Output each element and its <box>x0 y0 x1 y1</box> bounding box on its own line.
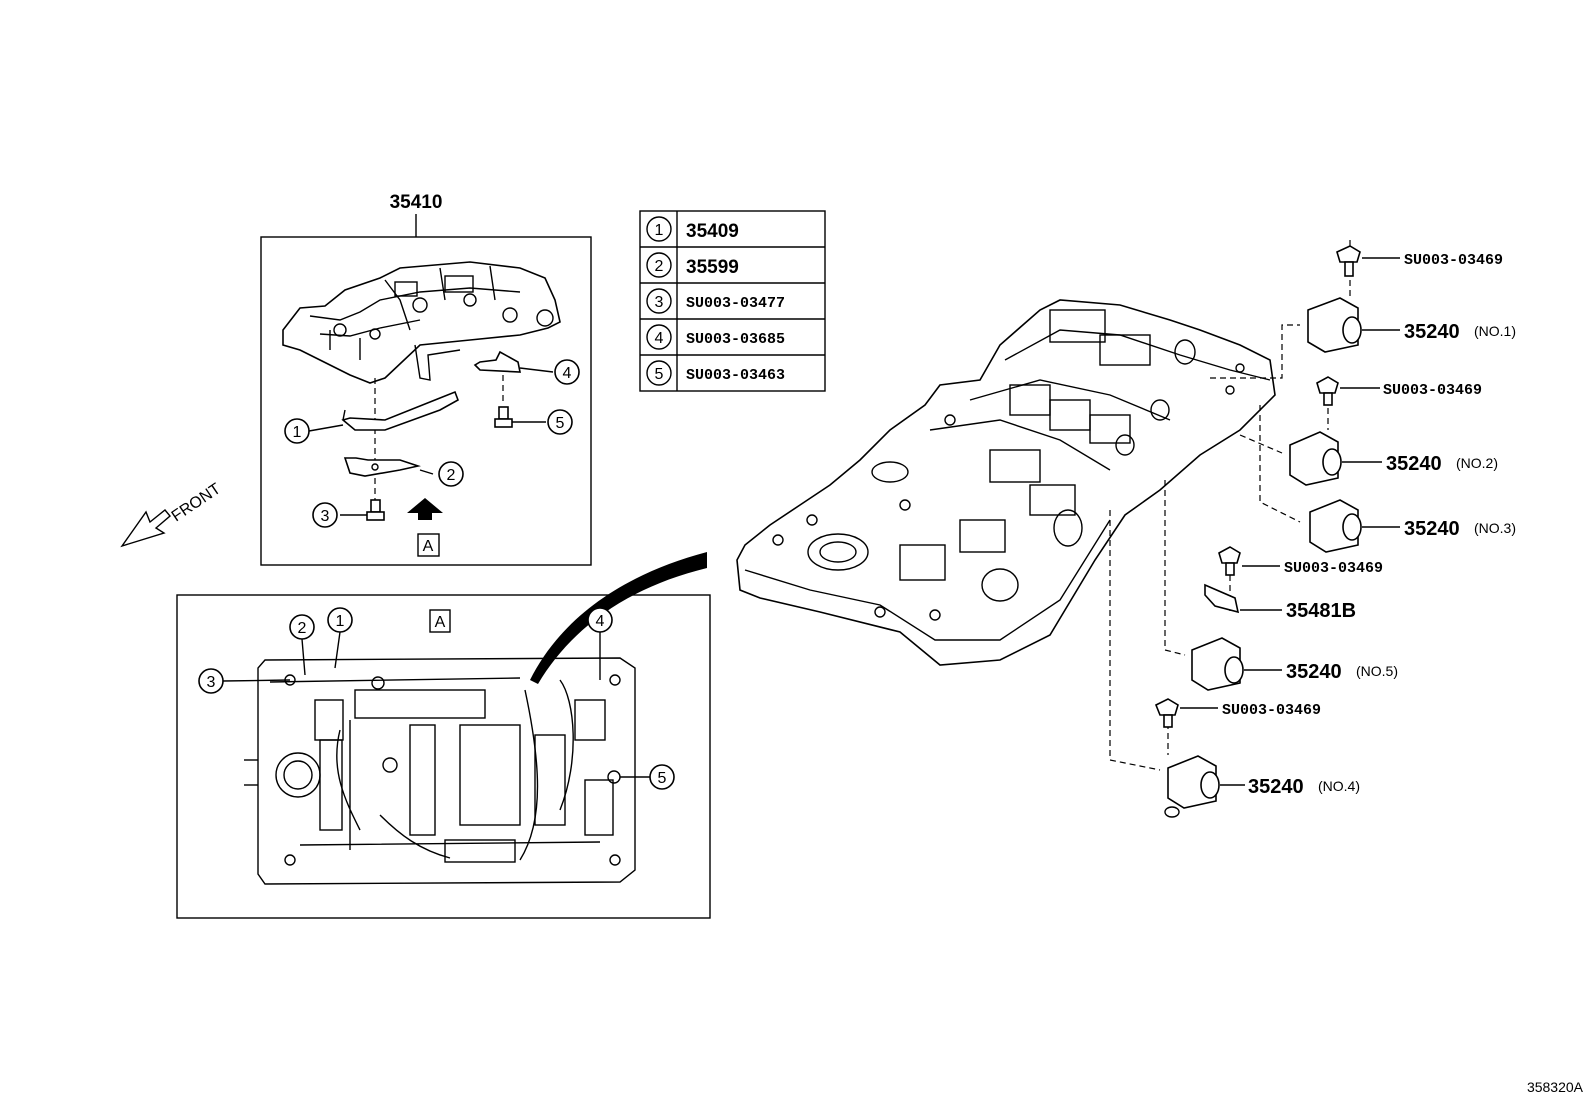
front-label: FRONT <box>169 480 224 525</box>
bolt-drawing <box>1154 245 1361 728</box>
part-35240-no3: 35240 <box>1404 518 1460 540</box>
callout-2: 2 <box>289 614 315 640</box>
right-label: 35240 (NO.2) <box>1386 453 1498 475</box>
part-su003-03469-d: SU003-03469 <box>1222 702 1321 719</box>
legend-row: 2 35599 <box>646 252 739 278</box>
legend-row: 4 SU003-03685 <box>646 324 785 350</box>
view-a-box: A <box>176 552 711 919</box>
legend-row: 5 SU003-03463 <box>646 360 785 386</box>
right-label: 35240 (NO.3) <box>1404 518 1516 540</box>
part-35240-no5-note: (NO.5) <box>1356 663 1398 679</box>
right-label: 35481B <box>1286 600 1356 622</box>
right-label: SU003-03469 <box>1383 382 1482 399</box>
callout-4: 4 <box>587 607 613 633</box>
main-valve-body <box>736 299 1276 666</box>
part-35240-no3-note: (NO.3) <box>1474 520 1516 536</box>
callout-3: 3 <box>312 502 338 528</box>
legend-row: 1 35409 <box>646 216 739 242</box>
part-35240-no4-note: (NO.4) <box>1318 778 1360 794</box>
callout-1: 1 <box>284 418 310 444</box>
right-label: SU003-03469 <box>1222 702 1321 719</box>
legend-num: 2 <box>655 258 664 275</box>
view-a-drawing <box>244 657 636 885</box>
callout-5: 5 <box>547 409 573 435</box>
callout-1-label: 1 <box>293 424 302 441</box>
right-label: 35240 (NO.5) <box>1286 661 1398 683</box>
callout-3-label: 3 <box>321 508 330 525</box>
part-35240-no1-note: (NO.1) <box>1474 323 1516 339</box>
callout-5-label: 5 <box>556 415 565 432</box>
assembly-box: 35410 <box>260 192 592 566</box>
part-su003-03469-b: SU003-03469 <box>1383 382 1482 399</box>
right-label: SU003-03469 <box>1404 252 1503 269</box>
right-label: 35240 (NO.1) <box>1404 321 1516 343</box>
legend-part: 35409 <box>686 221 739 242</box>
legend-table: 1 35409 2 35599 3 SU003-03477 4 SU003-03… <box>639 210 826 392</box>
legend-num: 5 <box>655 366 664 383</box>
right-leaders <box>1180 257 1400 786</box>
view-connector <box>530 552 707 684</box>
right-label: SU003-03469 <box>1284 560 1383 577</box>
callout-1: 1 <box>327 607 353 633</box>
solenoid-leaders <box>1109 240 1351 771</box>
legend-num: 1 <box>655 222 664 239</box>
callout-2-label: 2 <box>298 620 307 637</box>
legend-part: SU003-03685 <box>686 331 785 348</box>
callout-2-label: 2 <box>447 467 456 484</box>
callout-3-label: 3 <box>207 674 216 691</box>
callout-4-label: 4 <box>563 365 572 382</box>
callout-5: 5 <box>649 764 675 790</box>
callout-2: 2 <box>438 461 464 487</box>
part-35240-no4: 35240 <box>1248 776 1304 798</box>
valve-body-drawing <box>282 261 561 384</box>
legend-part: SU003-03463 <box>686 367 785 384</box>
part-35240-no5: 35240 <box>1286 661 1342 683</box>
part-su003-03469-c: SU003-03469 <box>1284 560 1383 577</box>
front-indicator: FRONT <box>120 480 224 548</box>
legend-part: SU003-03477 <box>686 295 785 312</box>
solenoid-drawing <box>1164 297 1362 818</box>
callout-1-label: 1 <box>336 613 345 630</box>
assembly-part-number: 35410 <box>390 192 443 213</box>
diagram-id: 358320A <box>1527 1079 1584 1095</box>
legend-num: 4 <box>655 330 664 347</box>
right-label: 35240 (NO.4) <box>1248 776 1360 798</box>
part-35240-no1: 35240 <box>1404 321 1460 343</box>
part-35481b: 35481B <box>1286 600 1356 622</box>
part-35240-no2: 35240 <box>1386 453 1442 475</box>
legend-part: 35599 <box>686 257 739 278</box>
view-direction-arrow <box>407 498 443 520</box>
view-label-top: A <box>423 538 434 555</box>
part-su003-03469-a: SU003-03469 <box>1404 252 1503 269</box>
view-label-bottom: A <box>435 614 446 631</box>
callout-5-label: 5 <box>658 770 667 787</box>
callout-4: 4 <box>554 359 580 385</box>
part-35240-no2-note: (NO.2) <box>1456 455 1498 471</box>
callout-4-label: 4 <box>596 613 605 630</box>
callout-3: 3 <box>198 668 224 694</box>
legend-row: 3 SU003-03477 <box>646 288 785 314</box>
legend-num: 3 <box>655 294 664 311</box>
